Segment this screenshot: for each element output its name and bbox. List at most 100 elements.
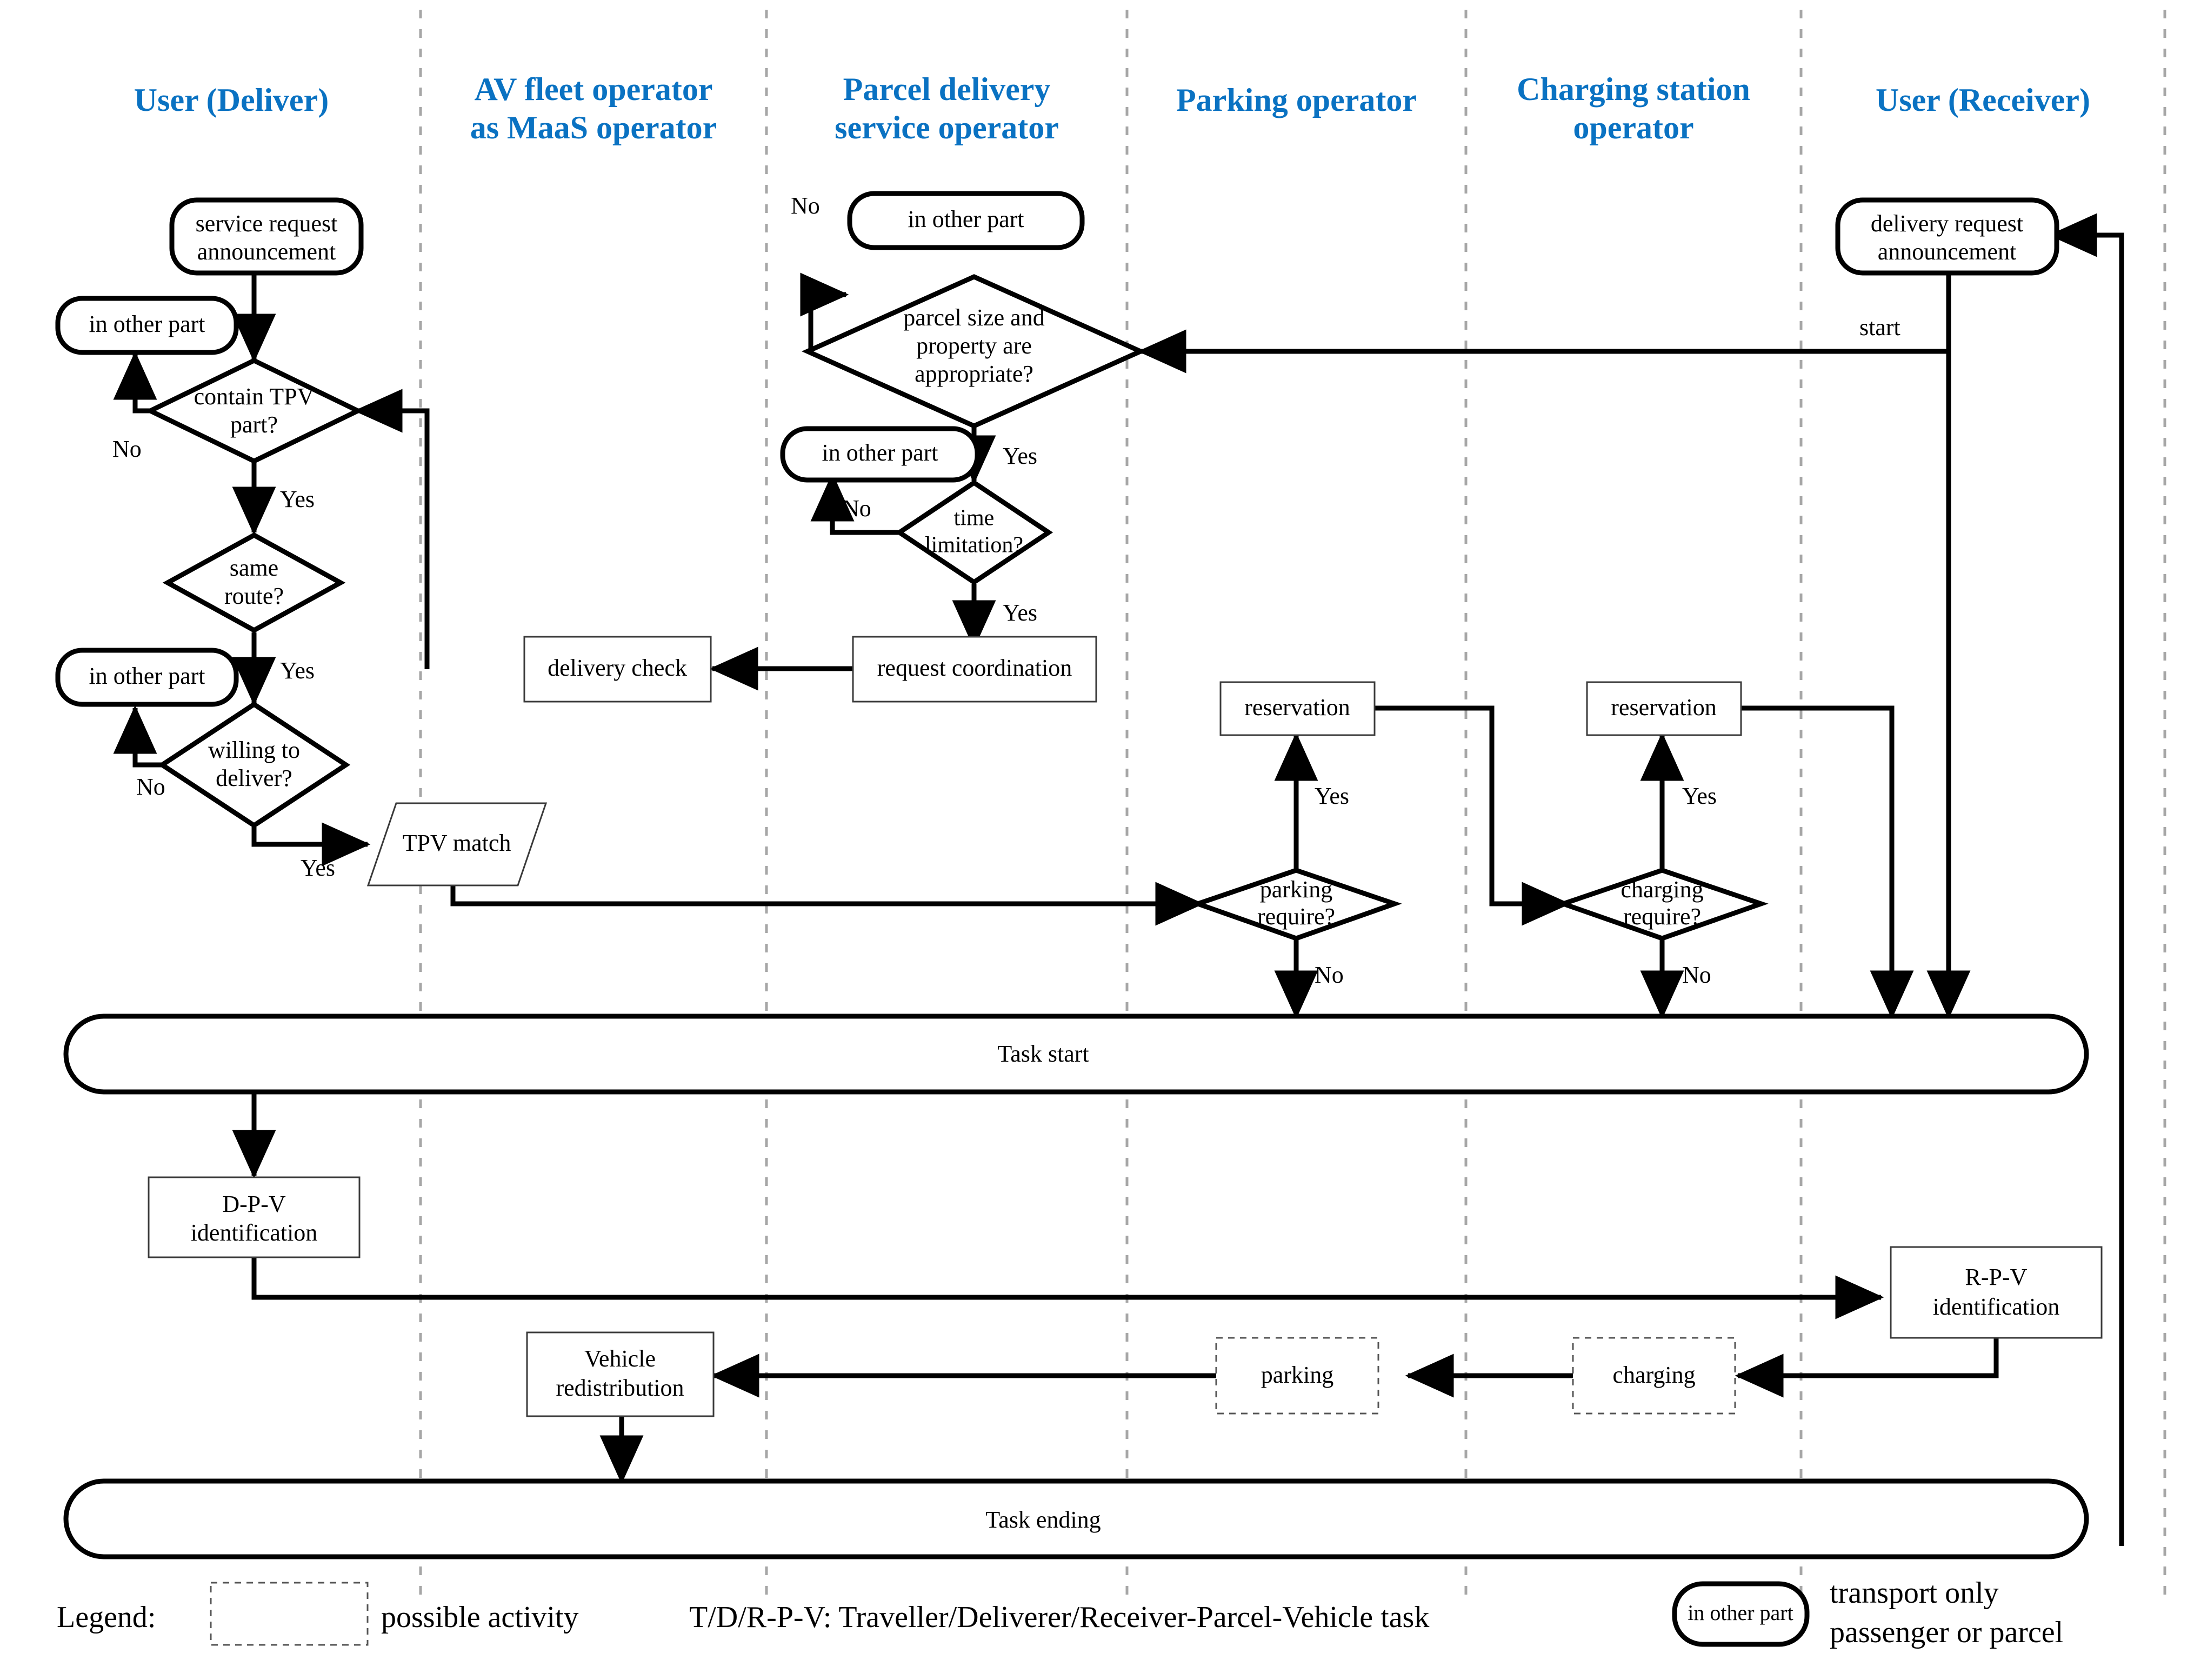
edge-dpv-to-rpv — [251, 1257, 1884, 1319]
node-in-other-part-3: in other part — [847, 191, 1085, 250]
edge-parcelsize-no — [800, 272, 849, 354]
lane-title-user-deliver: User (Deliver) — [42, 81, 421, 119]
connectors — [113, 213, 2124, 1546]
node-willing-to-deliver: willing to deliver? — [157, 701, 351, 829]
node-contain-tpv-part: contain TPV part? — [144, 357, 364, 464]
node-charging-require: charging require? — [1556, 868, 1769, 941]
legend-transport-line2: passenger or parcel — [1830, 1616, 2063, 1649]
edge-label-yes-time-limitation: Yes — [1003, 599, 1037, 626]
edge-reservation-to-charging — [1373, 705, 1571, 926]
node-label: in other part — [89, 311, 205, 337]
lane-title-line2: operator — [1573, 109, 1694, 145]
node-label: parking — [1261, 1362, 1333, 1388]
node-time-limitation: time limitation? — [895, 479, 1053, 585]
edge-tpvmatch-to-parking — [450, 882, 1204, 926]
node-service-request-announcement: service request announcement — [169, 197, 364, 276]
edge-label-yes-parking: Yes — [1315, 783, 1349, 809]
node-label: time — [954, 506, 995, 531]
edge-labels: No Yes Yes No Yes No Yes No Yes Yes No Y… — [112, 192, 1900, 988]
node-delivery-check: delivery check — [523, 636, 712, 703]
edge-label-yes-willing: Yes — [301, 855, 335, 881]
lane-separators — [419, 10, 2166, 1600]
node-label: in other part — [908, 206, 1024, 232]
edge-label-no-willing: No — [136, 774, 165, 800]
node-label: Vehicle — [584, 1345, 656, 1372]
node-parcel-size-appropriate: parcel size and property are appropriate… — [801, 274, 1147, 429]
edge-label-yes-contain-tpv: Yes — [280, 486, 315, 512]
lane-title-line1: AV fleet operator — [474, 71, 713, 107]
node-dpv-identification: D-P-V identification — [148, 1176, 361, 1258]
edge-label-no-parcel-size: No — [791, 192, 820, 219]
node-task-ending: Task ending — [63, 1478, 2089, 1559]
node-same-route: same route? — [162, 532, 346, 634]
lane-title-parking-operator: Parking operator — [1127, 81, 1466, 119]
node-label: in other part — [89, 663, 205, 689]
node-label: announcement — [197, 238, 336, 265]
lane-title-line2: as MaaS operator — [470, 109, 717, 145]
lane-title-line1: User (Receiver) — [1876, 82, 2090, 118]
node-label: TPV match — [403, 830, 511, 856]
node-label: announcement — [1878, 238, 2017, 265]
lane-title-line2: service operator — [835, 109, 1059, 145]
edge-timelimit-no — [810, 472, 913, 535]
node-label: Task start — [997, 1041, 1089, 1067]
node-label: R-P-V — [1965, 1264, 2028, 1290]
edge-label-no-contain-tpv: No — [112, 436, 142, 462]
node-task-start: Task start — [63, 1014, 2089, 1095]
node-delivery-request-announcement: delivery request announcement — [1835, 197, 2059, 276]
node-in-other-part-1: in other part — [55, 296, 239, 355]
node-label: service request — [196, 210, 338, 237]
lane-title-av-fleet: AV fleet operator as MaaS operator — [421, 70, 766, 147]
lane-title-line1: Charging station — [1517, 71, 1750, 107]
node-label: redistribution — [556, 1375, 684, 1401]
edge-label-yes-parcel-size: Yes — [1003, 443, 1037, 469]
lane-title-line1: Parking operator — [1176, 82, 1417, 118]
node-label: same — [230, 555, 278, 581]
node-label: charging — [1612, 1362, 1695, 1388]
node-label: reservation — [1244, 694, 1350, 721]
edge-label-no-charging: No — [1682, 962, 1711, 988]
node-rpv-identification: R-P-V identification — [1890, 1246, 2103, 1339]
node-label: appropriate? — [915, 361, 1033, 387]
node-parking-activity: parking — [1215, 1337, 1379, 1415]
node-label: property are — [916, 332, 1032, 359]
legend: Legend: possible activity T/D/R-P-V: Tra… — [57, 1576, 2063, 1649]
node-label: part? — [230, 411, 278, 438]
node-vehicle-redistribution: Vehicle redistribution — [526, 1331, 715, 1417]
node-in-other-part-4: in other part — [780, 426, 980, 483]
node-label: delivery check — [548, 655, 687, 681]
legend-possible-activity-label: possible activity — [381, 1601, 579, 1634]
node-label: Task ending — [985, 1506, 1101, 1533]
edge-deliveryreq-to-parcelsize — [1137, 273, 1951, 374]
lane-title-charging-operator: Charging station operator — [1466, 70, 1801, 147]
edge-reservation2-to-taskstart — [1739, 705, 1914, 1019]
legend-abbreviation: T/D/R-P-V: Traveller/Deliverer/Receiver-… — [689, 1601, 1429, 1634]
node-label: reservation — [1611, 694, 1716, 721]
node-charging-activity: charging — [1572, 1337, 1736, 1415]
edge-label-no-time-limitation: No — [842, 495, 871, 522]
node-label: identification — [1933, 1294, 2060, 1320]
node-label: charging — [1621, 876, 1703, 903]
lane-title-user-receiver: User (Receiver) — [1801, 81, 2165, 119]
node-label: parcel size and — [903, 304, 1044, 331]
node-label: D-P-V — [222, 1191, 286, 1217]
legend-title: Legend: — [57, 1601, 156, 1634]
node-label: delivery request — [1871, 210, 2023, 237]
node-request-coordination: request coordination — [852, 636, 1097, 703]
node-label: willing to — [208, 737, 300, 763]
node-in-other-part-2: in other part — [55, 648, 239, 707]
edge-deliverycheck-to-containtpv — [354, 389, 430, 669]
node-label: identification — [191, 1219, 318, 1246]
legend-transport-line1: transport only — [1830, 1576, 1999, 1610]
node-reservation-parking: reservation — [1219, 681, 1376, 736]
node-tpv-match: TPV match — [366, 802, 548, 886]
edge-label-no-parking: No — [1315, 962, 1344, 988]
node-reservation-charging: reservation — [1586, 681, 1742, 736]
node-label: in other part — [822, 439, 938, 466]
node-label: require? — [1623, 903, 1701, 930]
edge-willing-yes — [251, 822, 371, 866]
node-label: require? — [1257, 903, 1335, 930]
node-parking-require: parking require? — [1190, 868, 1402, 941]
node-label: limitation? — [925, 533, 1023, 558]
